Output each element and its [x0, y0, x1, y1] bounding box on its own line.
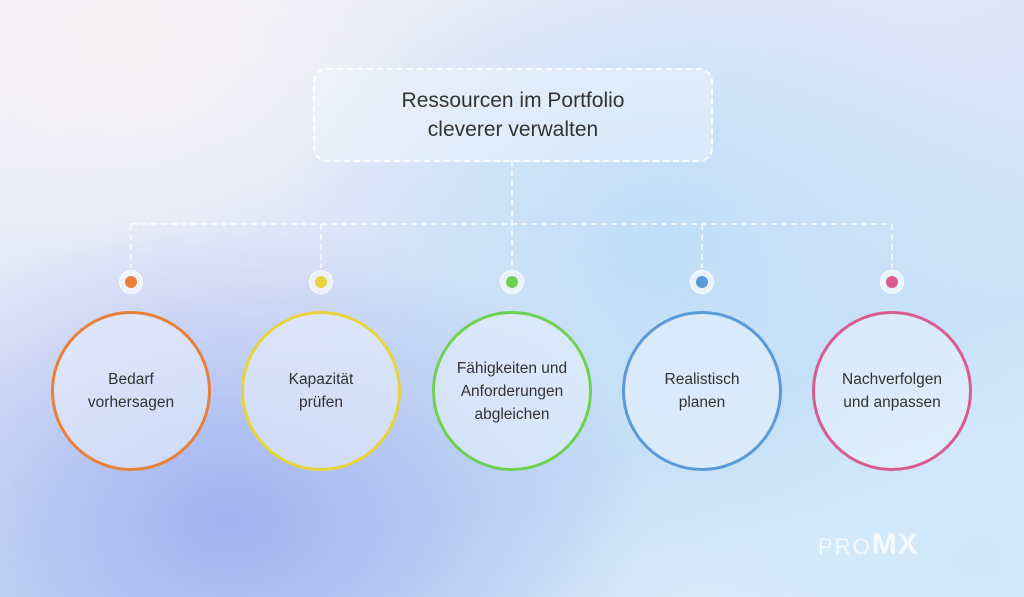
step-dot — [119, 270, 143, 294]
step-label: vorhersagen — [87, 394, 175, 411]
step-label: prüfen — [299, 394, 343, 411]
step-circle: Realistisch planen — [622, 311, 782, 471]
step-dot — [690, 270, 714, 294]
step-label: planen — [678, 394, 726, 411]
promx-logo: PROMX — [818, 528, 919, 561]
step-label: abgleichen — [474, 405, 550, 423]
step-label: Kapazität — [288, 371, 354, 388]
step-label: und anpassen — [843, 394, 941, 411]
step-circle: Bedarf vorhersagen — [51, 311, 211, 471]
step-dot — [880, 270, 904, 294]
title-line-2: cleverer verwalten — [427, 118, 599, 141]
step-label: Fähigkeiten und — [456, 359, 568, 377]
step-label: Bedarf — [108, 371, 154, 388]
step-circle: Nachverfolgen und anpassen — [812, 311, 972, 471]
title-line-1: Ressourcen im Portfolio — [401, 89, 625, 112]
step-label: Nachverfolgen — [842, 371, 942, 388]
title-box: Ressourcen im Portfolio cleverer verwalt… — [313, 68, 713, 162]
step-label: Realistisch — [664, 371, 740, 388]
step-dot — [500, 270, 524, 294]
step-label: Anforderungen — [460, 382, 564, 400]
step-circle: Kapazität prüfen — [241, 311, 401, 471]
step-dot — [309, 270, 333, 294]
